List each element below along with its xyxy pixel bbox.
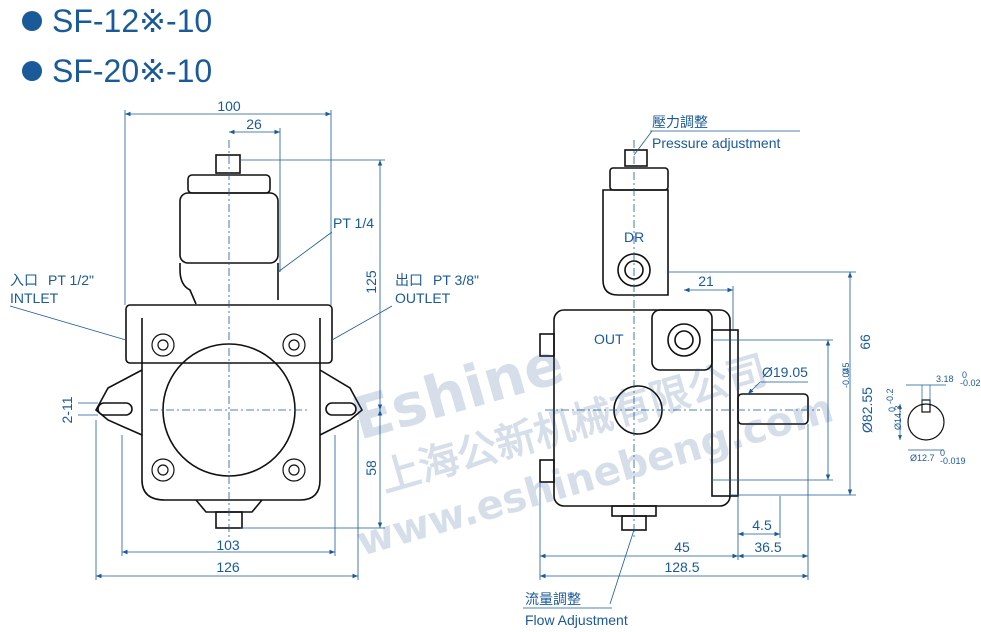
outlet-label-en: OUTLET bbox=[395, 290, 451, 306]
dim-26: 26 bbox=[246, 116, 262, 132]
bullet-icon bbox=[22, 61, 42, 81]
shaft-dia-14-tol-bottom: -0.2 bbox=[885, 388, 895, 404]
dim-125: 125 bbox=[363, 270, 379, 294]
flow-label-en: Flow Adjustment bbox=[525, 612, 628, 628]
title-row-1: SF-12※-10 bbox=[22, 2, 212, 40]
title-row-2: SF-20※-10 bbox=[22, 52, 212, 90]
dim-58: 58 bbox=[363, 460, 379, 476]
flow-label-cn: 流量調整 bbox=[525, 591, 581, 607]
pilot-tol-top: 0 bbox=[841, 369, 851, 374]
model-title-1: SF-12※-10 bbox=[52, 3, 213, 39]
dim-100: 100 bbox=[217, 98, 241, 114]
outlet-label: OUT bbox=[594, 331, 624, 347]
model-title-2: SF-20※-10 bbox=[52, 53, 213, 89]
dim-126: 126 bbox=[216, 559, 240, 575]
key-tol-top: 0 bbox=[962, 370, 967, 380]
shaft-dia-12-tol-bottom: -0.019 bbox=[940, 456, 966, 466]
outlet-port-size: PT 3/8" bbox=[433, 272, 479, 288]
side-view bbox=[539, 149, 809, 531]
shaft-dia-12-tol-top: 0 bbox=[940, 448, 945, 458]
pump-housing bbox=[141, 318, 321, 501]
dim-2-11: 2-11 bbox=[59, 396, 75, 423]
key-tol-bottom: -0.02 bbox=[960, 378, 981, 388]
drive-shaft bbox=[737, 393, 809, 425]
pilot-tol-bottom: -0.045 bbox=[841, 362, 851, 388]
outlet-label-cn: 出口 bbox=[395, 272, 423, 288]
dim-shaft-diameter: Ø19.05 bbox=[762, 364, 808, 380]
dim-4-5: 4.5 bbox=[752, 517, 772, 533]
dim-128-5: 128.5 bbox=[664, 559, 699, 575]
key-width: 3.18 bbox=[936, 374, 954, 384]
shaft-dia-12: Ø12.7 bbox=[910, 453, 935, 463]
pressure-screw bbox=[624, 149, 648, 167]
dim-pilot-diameter: Ø82.55 bbox=[859, 387, 875, 433]
shaft-detail bbox=[907, 399, 945, 441]
shaft-dia-14-tol-top: 0 bbox=[887, 407, 897, 412]
inlet-port-size: PT 1/2" bbox=[48, 272, 94, 288]
pressure-label-en: Pressure adjustment bbox=[652, 135, 781, 151]
adjust-screw-top bbox=[215, 154, 241, 174]
bullet-icon bbox=[22, 11, 42, 31]
dim-103: 103 bbox=[216, 537, 240, 553]
shaft-dia-14: Ø14.3 bbox=[893, 405, 903, 430]
inlet-label-en: INTLET bbox=[10, 290, 59, 306]
valve-block bbox=[602, 189, 669, 296]
pressure-label-cn: 壓力調整 bbox=[652, 114, 708, 130]
drain-label: DR bbox=[624, 229, 644, 245]
dim-21: 21 bbox=[698, 273, 714, 289]
drain-port-size: PT 1/4 bbox=[333, 215, 374, 231]
inlet-label-cn: 入口 bbox=[10, 272, 38, 288]
dim-45: 45 bbox=[674, 539, 690, 555]
dim-36-5: 36.5 bbox=[754, 539, 781, 555]
dim-66: 66 bbox=[857, 334, 873, 350]
